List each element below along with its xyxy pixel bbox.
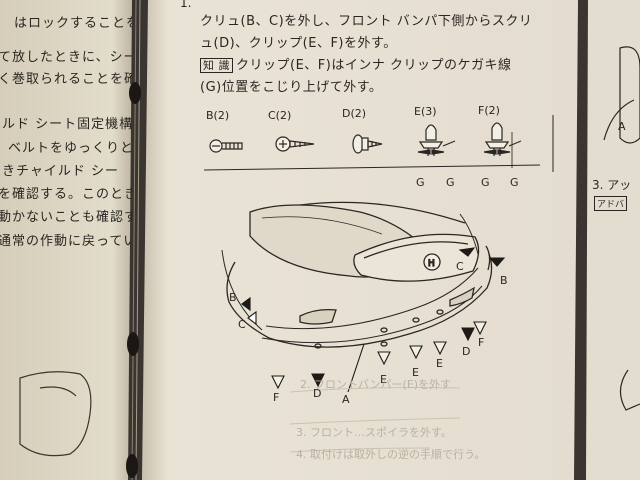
tapping-screw-icon [275, 136, 315, 152]
fastener-divider [203, 115, 554, 172]
fastener-label-b: B(2) [206, 109, 230, 122]
screw-icon [209, 139, 243, 153]
left-page [0, 0, 132, 480]
bumper-diagram: H [221, 201, 493, 349]
flange-screw-icon [352, 134, 383, 154]
callout-a: A [342, 393, 350, 406]
left-line-9: 通常の作動に戻ってい [0, 234, 132, 249]
step-number: 1. [180, 0, 192, 10]
callout-e-2: E [412, 366, 419, 379]
right-page [586, 0, 640, 480]
instruction-line-1: クリュ(B、C)を外し、フロント バンパ下側からスクリ [200, 14, 533, 29]
callout-d-mid: D [313, 387, 322, 400]
faint-line-1: 2. フロントバンパー(E)を外す [300, 378, 452, 391]
faint-line-2: 3. フロント…スポイラを外す。 [296, 426, 452, 439]
faint-line-3: 4. 取付けは取外しの逆の手順で行う。 [296, 448, 486, 461]
callout-arrows [241, 132, 513, 393]
tip-tag: 知 識 [200, 58, 233, 73]
callout-e-3: E [436, 357, 443, 370]
callout-b-right: B [500, 274, 508, 287]
fastener-label-f: F(2) [478, 104, 500, 117]
left-page-illustration [19, 371, 92, 457]
right-tag-text: アドバ [597, 200, 625, 210]
binding-rings [126, 82, 141, 478]
callout-f-left: F [273, 391, 280, 404]
g-label-2: G [446, 176, 455, 189]
callout-c-top: C [456, 260, 464, 273]
instruction-line-2: ュ(D)、クリップ(E、F)を外す。 [200, 36, 397, 51]
right-page-text: A 3. アッ アドバ [586, 0, 640, 480]
g-label-3: G [481, 176, 490, 189]
fastener-label-d: D(2) [342, 107, 367, 120]
callout-c-left: C [238, 318, 246, 331]
left-line-4: ルド シート固定機構 [2, 117, 132, 132]
svg-text:H: H [428, 259, 435, 269]
right-tag: アドバ [594, 196, 628, 211]
g-label-4: G [510, 176, 519, 189]
right-callout-a: A [618, 120, 626, 133]
tip-line-1: 知 識クリップ(E、F)はインナ クリップのケガキ線 [200, 54, 511, 73]
fastener-label-c: C(2) [268, 109, 292, 122]
callout-e-1: E [380, 373, 387, 386]
left-line-2: て放したときに、シー [0, 50, 132, 65]
right-page-diagram [603, 46, 640, 411]
left-line-6: きチャイルド シー [2, 164, 120, 179]
push-clip-icon [483, 122, 522, 156]
push-clip-icon [417, 124, 456, 156]
left-line-7: を確認する。このとき [0, 187, 132, 202]
left-line-1: はロックすることを [14, 16, 132, 31]
left-line-3: く巻取られることを確 [0, 72, 132, 87]
faint-bleed-lines [289, 387, 461, 453]
g-label-1: G [416, 176, 425, 189]
right-step-text: 3. アッ [592, 178, 632, 192]
callout-f-right: F [478, 336, 485, 349]
callout-d-right: D [462, 345, 471, 358]
tip-line-2: (G)位置をこじり上げて外す。 [200, 80, 383, 95]
callout-b-left: B [229, 291, 237, 304]
tip-text-1: クリップ(E、F)はインナ クリップのケガキ線 [236, 58, 512, 73]
left-line-5: ベルトをゆっくりと [8, 141, 132, 156]
fastener-label-e: E(3) [414, 105, 437, 118]
left-page-text: はロックすることを て放したときに、シー く巻取られることを確 ルド シート固定… [0, 0, 132, 480]
left-line-8: 動かないことも確認す [0, 210, 132, 225]
